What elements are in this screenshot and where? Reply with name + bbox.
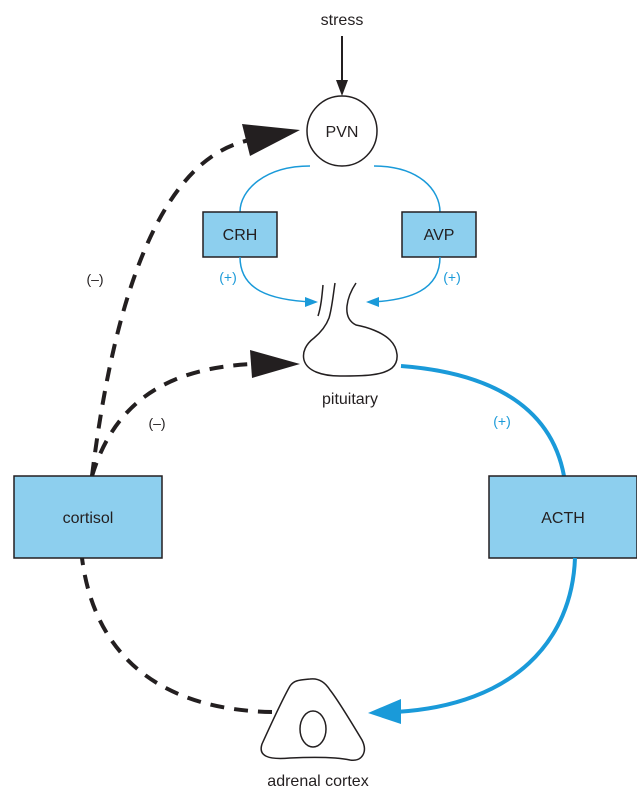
acth-label: ACTH — [541, 510, 585, 527]
pvn-label: PVN — [326, 124, 359, 141]
adrenal-to-cortisol-line — [80, 557, 273, 714]
avp-label: AVP — [424, 227, 455, 244]
cortisol-to-pituitary-feedback-line — [90, 362, 253, 477]
pvn-to-crh-line — [239, 165, 311, 213]
pvn-node — [306, 95, 378, 167]
pituitary-to-acth-line — [400, 364, 566, 477]
acth-box — [488, 475, 637, 559]
avp-box — [401, 211, 477, 258]
pituitary-label: pituitary — [322, 391, 378, 408]
pituitary-feedback-sign: (–) — [148, 415, 165, 431]
acth-to-adrenal-arrowhead — [368, 699, 401, 724]
crh-to-pituitary-arrowhead — [305, 297, 318, 307]
cortisol-to-pvn-arrowhead — [242, 124, 300, 156]
pituitary-stalk-left — [317, 284, 324, 317]
cortisol-box — [13, 475, 163, 559]
cortisol-to-pituitary-arrowhead — [250, 350, 300, 378]
acth-effect-sign: (+) — [493, 413, 511, 429]
adrenal-cortex-label: adrenal cortex — [267, 773, 368, 790]
avp-to-pituitary-line — [371, 256, 441, 303]
stress-arrow-head — [336, 80, 348, 96]
pvn-to-avp-line — [373, 165, 441, 213]
cortisol-label: cortisol — [63, 510, 114, 527]
stress-label: stress — [321, 12, 364, 29]
pituitary-shape — [302, 282, 398, 377]
acth-to-adrenal-line — [395, 557, 577, 714]
crh-to-pituitary-line — [239, 256, 313, 303]
cortisol-to-pvn-feedback-line — [90, 138, 251, 477]
avp-effect-sign: (+) — [443, 269, 461, 285]
pvn-feedback-sign: (–) — [86, 271, 103, 287]
adrenal-medulla-shape — [299, 710, 327, 748]
crh-box — [202, 211, 278, 258]
crh-label: CRH — [223, 227, 258, 244]
avp-to-pituitary-arrowhead — [366, 297, 379, 307]
crh-effect-sign: (+) — [219, 269, 237, 285]
